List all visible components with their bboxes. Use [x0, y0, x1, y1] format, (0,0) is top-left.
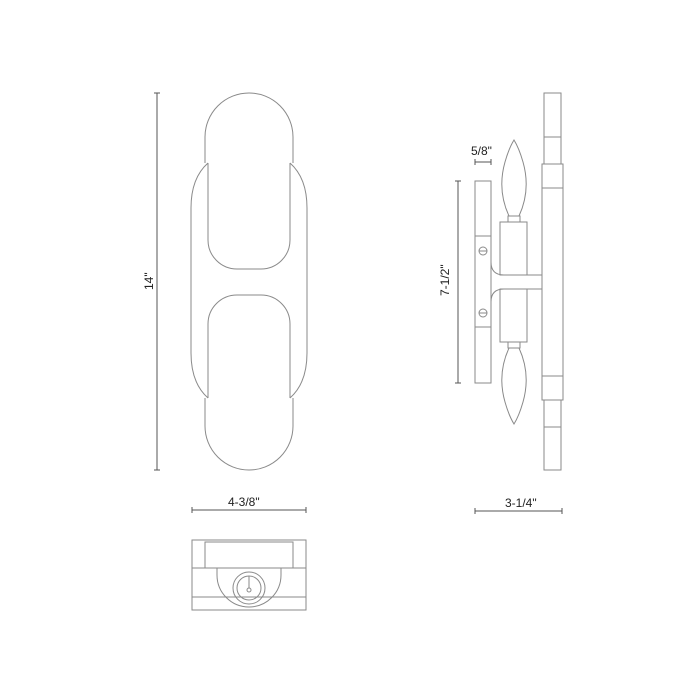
front-view	[190, 92, 308, 471]
height-label: 14"	[142, 272, 156, 290]
top-view	[191, 539, 307, 611]
lower-shade-inner	[207, 294, 291, 398]
upper-shade-inner	[207, 163, 291, 270]
front-band-left	[190, 162, 209, 399]
backplate-height-label: 7-1/2"	[438, 264, 452, 296]
front-band-right	[289, 162, 308, 399]
upper-shade-top	[204, 92, 294, 163]
side-view	[474, 92, 564, 471]
dimension-lines	[154, 92, 563, 514]
depth-label: 3-1/4"	[505, 496, 537, 510]
backplate-depth-label: 5/8"	[471, 144, 492, 158]
lower-shade-bottom	[204, 398, 294, 471]
width-label: 4-3/8"	[228, 495, 260, 509]
